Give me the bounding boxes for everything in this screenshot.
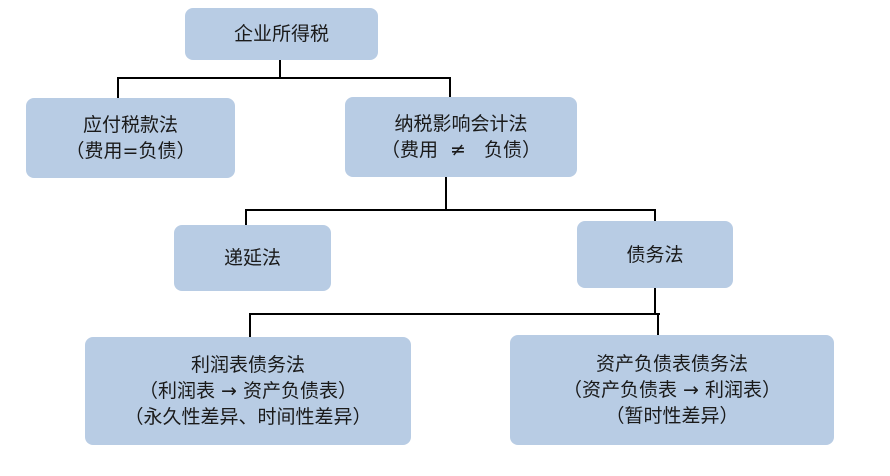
node-label-line: （暂时性差异）: [605, 405, 739, 427]
node-tax-effect-accounting-method: 纳税影响会计法 （费用 ≠ 负债）: [345, 97, 577, 177]
node-tax-payable-method: 应付税款法 （费用=负债）: [26, 98, 235, 178]
node-deferral-method: 递延法: [174, 225, 331, 291]
node-label-line: （利润表 → 资产负债表）: [139, 380, 357, 402]
node-liability-method: 债务法: [577, 221, 733, 288]
node-label-line: （费用 ≠ 负债）: [380, 139, 542, 161]
node-label-line: 利润表债务法: [190, 354, 305, 376]
node-label-line: 企业所得税: [233, 23, 329, 45]
node-label-line: 应付税款法: [82, 114, 178, 136]
node-label-line: 递延法: [223, 247, 281, 269]
node-label-line: 资产负债表债务法: [595, 353, 748, 375]
node-label-line: 债务法: [626, 243, 684, 266]
node-label-line: （费用=负债）: [65, 140, 196, 162]
node-label-line: （永久性差异、时间性差异）: [124, 406, 372, 428]
node-corporate-income-tax: 企业所得税: [185, 8, 378, 60]
node-balance-sheet-liability-method: 资产负债表债务法 （资产负债表 → 利润表） （暂时性差异）: [510, 335, 834, 445]
node-label-line: （资产负债表 → 利润表）: [563, 379, 781, 401]
node-income-statement-liability-method: 利润表债务法 （利润表 → 资产负债表） （永久性差异、时间性差异）: [85, 337, 411, 445]
node-label-line: 纳税影响会计法: [394, 113, 528, 135]
